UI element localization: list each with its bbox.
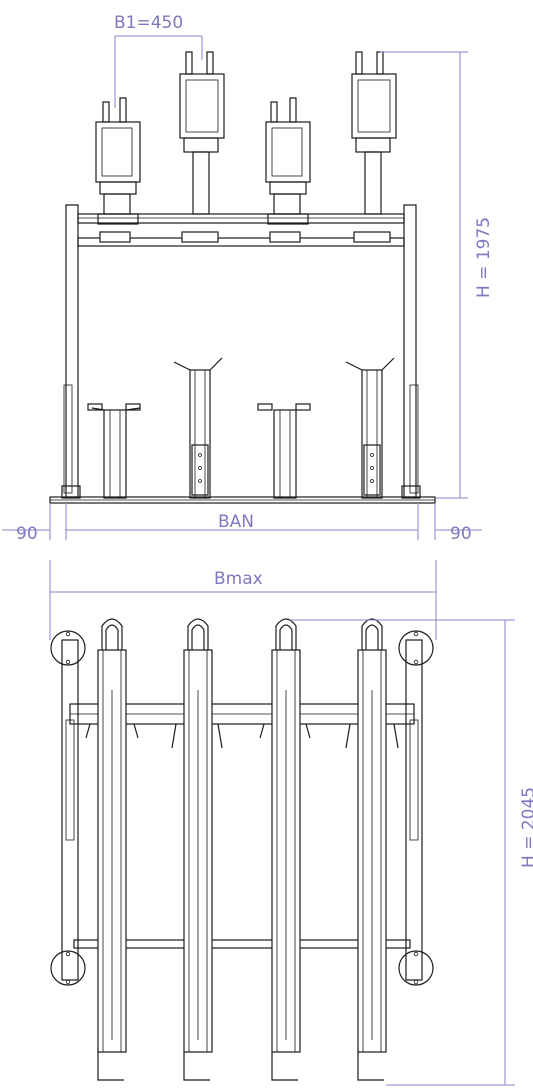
wall-plate-tr bbox=[398, 630, 434, 666]
upper-rack-3 bbox=[265, 97, 311, 243]
wall-plate-br bbox=[398, 950, 434, 986]
max-width-label: Bmax bbox=[214, 569, 263, 589]
lower-beam bbox=[77, 237, 405, 247]
right-post bbox=[403, 204, 417, 498]
wall-plate-bl bbox=[50, 950, 86, 986]
top-dimensions: H = 2045 bbox=[290, 619, 533, 1086]
front-dimensions: B1=450 H = 1975 BAN 90 90 Bmax bbox=[2, 13, 494, 640]
left-post bbox=[65, 204, 79, 498]
upper-rack-4 bbox=[351, 51, 397, 243]
channel-1 bbox=[97, 618, 127, 1081]
channel-3 bbox=[271, 618, 301, 1081]
raised-rack-2-lower bbox=[173, 357, 223, 499]
low-rack-3 bbox=[257, 403, 311, 499]
front-view bbox=[49, 51, 436, 504]
channel-4 bbox=[357, 618, 387, 1081]
upper-rack-1 bbox=[95, 97, 141, 243]
raised-rack-4-lower bbox=[345, 357, 395, 499]
top-beam bbox=[77, 213, 405, 224]
module-width-label: B1=450 bbox=[114, 13, 183, 33]
upper-rack-2 bbox=[179, 51, 225, 243]
top-view bbox=[50, 618, 434, 1081]
wall-plate-tl bbox=[50, 630, 86, 666]
right-clearance-label: 90 bbox=[450, 524, 472, 544]
left-clearance-label: 90 bbox=[16, 524, 38, 544]
low-rack-1 bbox=[87, 403, 141, 499]
base-width-label: BAN bbox=[218, 512, 254, 532]
channel-2 bbox=[183, 618, 213, 1081]
front-height-label: H = 1975 bbox=[474, 217, 494, 298]
top-height-label: H = 2045 bbox=[519, 787, 533, 868]
